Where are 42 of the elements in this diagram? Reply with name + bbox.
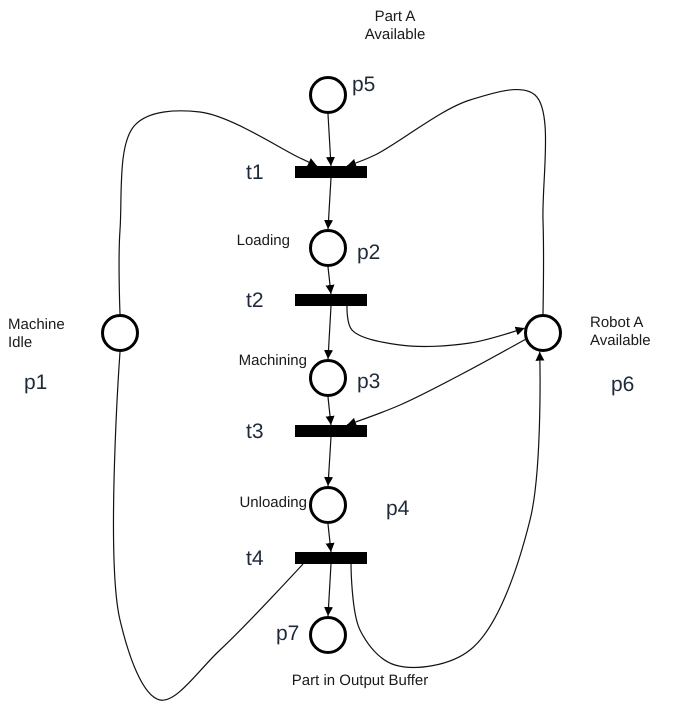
arrow bbox=[118, 110, 318, 314]
place-circle bbox=[309, 616, 347, 654]
transition-bar bbox=[295, 552, 367, 564]
arrow bbox=[324, 306, 333, 360]
node-id-label: t4 bbox=[246, 546, 265, 572]
node-id-label: p7 bbox=[276, 621, 300, 646]
transition-bar bbox=[295, 294, 367, 306]
node-label: Part in Output Buffer bbox=[290, 672, 430, 690]
arrow bbox=[324, 178, 334, 230]
arrow bbox=[326, 266, 334, 294]
node-id-label: p2 bbox=[357, 240, 382, 266]
node-id-label: p5 bbox=[352, 72, 376, 98]
node-id-label: t2 bbox=[246, 288, 265, 314]
node-id-label: t3 bbox=[246, 419, 265, 444]
arrow bbox=[346, 338, 526, 426]
node-id-label: t1 bbox=[246, 160, 265, 186]
place-circle bbox=[309, 229, 347, 267]
transition-bar bbox=[295, 425, 367, 437]
arrow bbox=[350, 352, 544, 668]
node-label: Robot A Available bbox=[590, 314, 652, 350]
node-label: Part A Available bbox=[364, 8, 426, 44]
arrow bbox=[326, 396, 335, 426]
node-id-label: p1 bbox=[24, 370, 48, 396]
node-id-label: p4 bbox=[386, 496, 410, 522]
place-circle bbox=[309, 76, 347, 114]
place-circle bbox=[524, 314, 562, 352]
place-circle bbox=[309, 486, 347, 524]
node-label: Machine Idle bbox=[8, 316, 66, 352]
arrow bbox=[326, 524, 335, 552]
arrow bbox=[326, 114, 335, 166]
arrow bbox=[346, 89, 546, 314]
transition-bar bbox=[295, 166, 367, 178]
arrow bbox=[324, 564, 333, 616]
place-circle bbox=[101, 314, 139, 352]
node-id-label: p6 bbox=[611, 372, 636, 398]
node-label: Unloading bbox=[238, 494, 307, 512]
place-circle bbox=[309, 359, 347, 397]
node-label: Loading bbox=[236, 232, 290, 250]
arrow bbox=[346, 306, 525, 348]
node-label: Machining bbox=[238, 352, 307, 370]
node-id-label: p3 bbox=[357, 369, 382, 394]
arrow bbox=[324, 436, 334, 486]
